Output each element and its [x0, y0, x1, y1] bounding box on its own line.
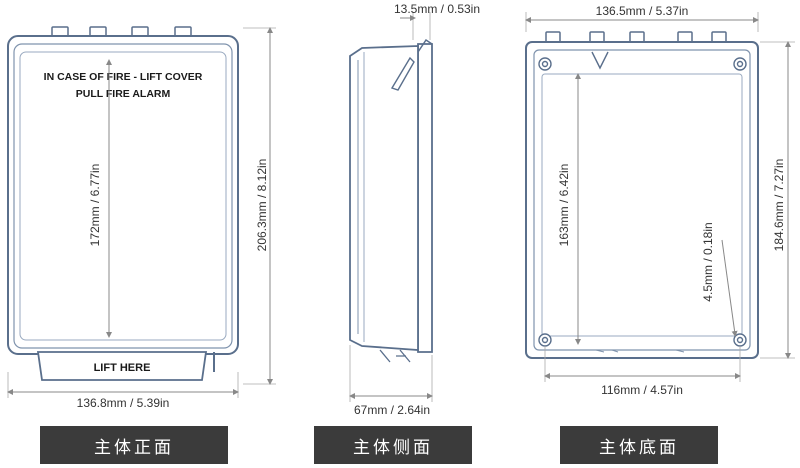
bottom-dim-hole: 4.5mm / 0.18in: [701, 222, 715, 301]
front-lift-label: LIFT HERE: [94, 362, 151, 374]
front-dim-width: 136.8mm / 5.39in: [77, 396, 170, 410]
bottom-view: 136.5mm / 5.37in 163mm / 6.42in 4.5mm / …: [525, 4, 795, 397]
bottom-screw-holes: [538, 57, 747, 347]
front-top-tabs: [51, 26, 192, 38]
side-dim-top: 13.5mm / 0.53in: [394, 2, 480, 16]
bottom-body-inner: [533, 49, 751, 351]
front-cover-inner: [13, 43, 233, 349]
front-view: IN CASE OF FIRE - LIFT COVER PULL FIRE A…: [7, 26, 276, 410]
front-lift-tab: [36, 351, 208, 381]
bottom-top-tabs: [545, 31, 727, 43]
front-sign-line1: IN CASE OF FIRE - LIFT COVER: [44, 71, 203, 83]
front-cover-outline: [7, 35, 239, 355]
bottom-dim-hole-spacing: 116mm / 4.57in: [601, 383, 683, 397]
front-dim-height-inner: 172mm / 6.77in: [88, 164, 102, 247]
front-dim-height-outer: 206.3mm / 8.12in: [255, 159, 269, 252]
side-dim-depth: 67mm / 2.64in: [354, 403, 430, 417]
bottom-dim-width: 136.5mm / 5.37in: [596, 4, 689, 18]
bottom-body-outline: [525, 41, 759, 359]
side-view: 13.5mm / 0.53in 67mm / 2.64in: [349, 2, 480, 417]
caption-side: 主体侧面: [314, 426, 472, 464]
side-latch: [390, 56, 415, 91]
bottom-dim-height-outer: 184.6mm / 7.27in: [772, 159, 786, 252]
bottom-dim-height-inner: 163mm / 6.42in: [557, 164, 571, 247]
side-body-back: [417, 43, 433, 353]
caption-front: 主体正面: [40, 426, 228, 464]
side-cover-profile: [349, 45, 419, 351]
front-sign-line2: PULL FIRE ALARM: [76, 88, 171, 100]
caption-bottom: 主体底面: [560, 426, 718, 464]
